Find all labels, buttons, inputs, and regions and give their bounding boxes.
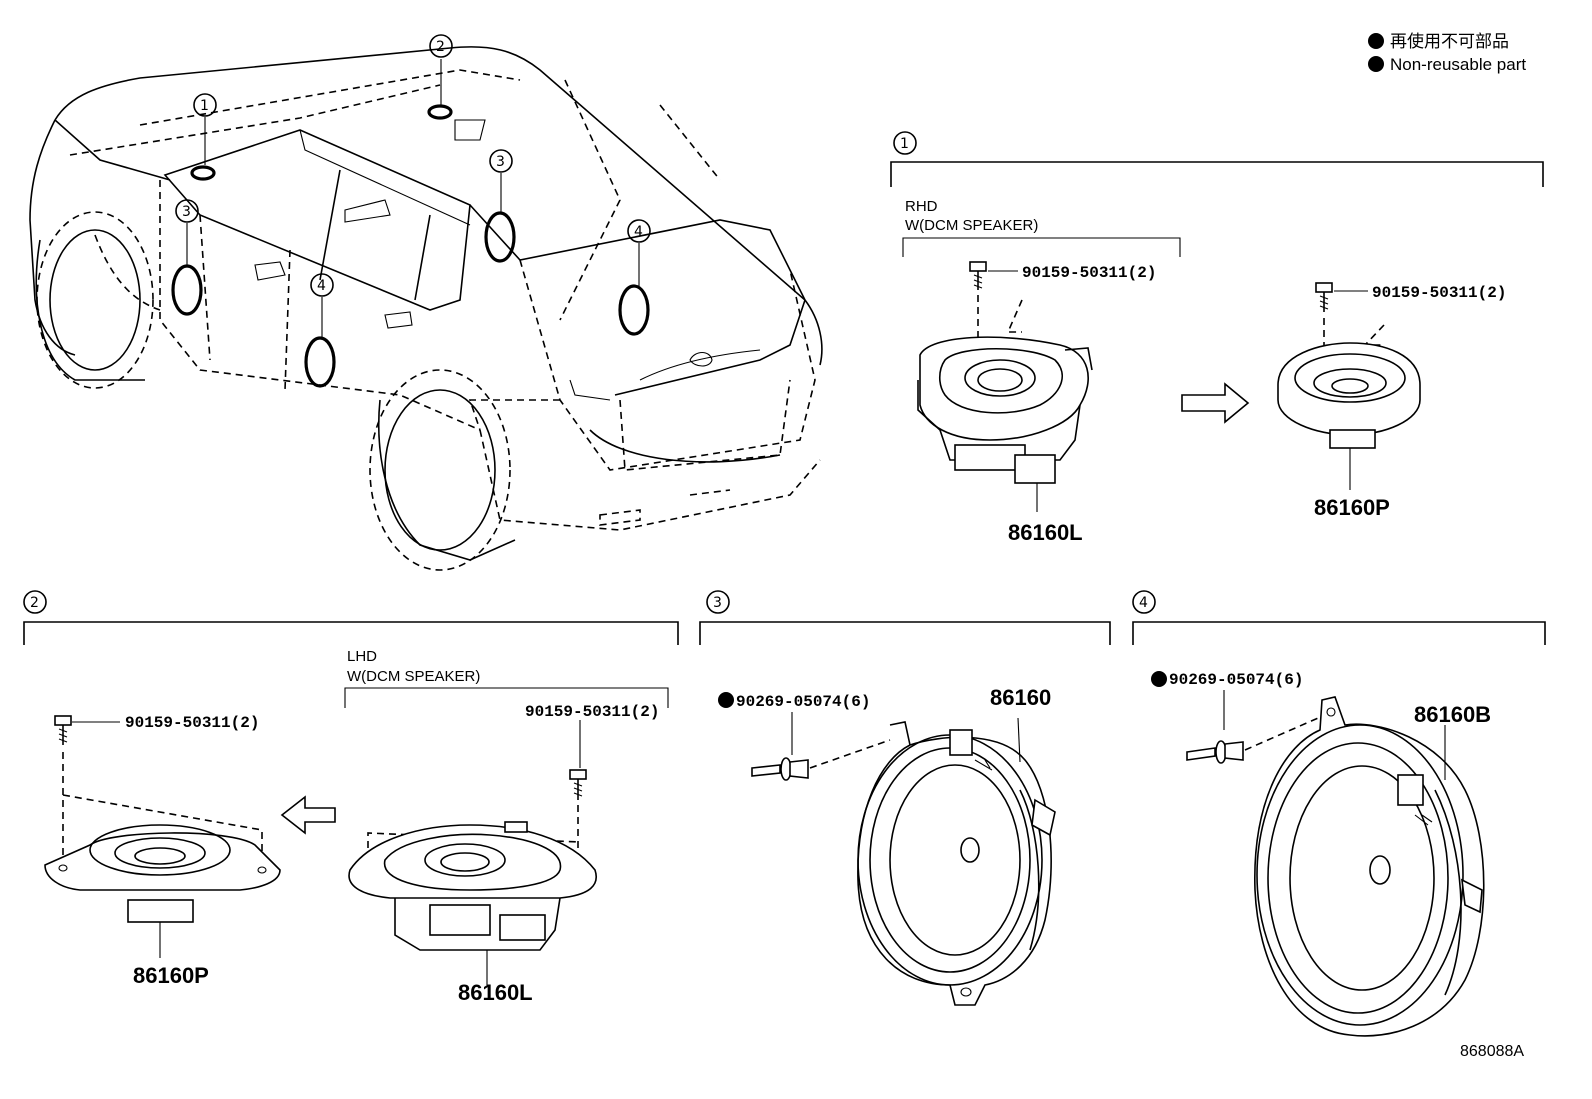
- non-reusable-dot-icon: [1151, 671, 1167, 687]
- section-1-screw-a-part: 90159-50311(2): [1022, 264, 1156, 282]
- callout-4: 4: [317, 278, 326, 294]
- arrow-right-icon: [1181, 382, 1250, 424]
- section-2-part-left: 86160P: [133, 963, 209, 988]
- non-reusable-dot-icon: [1368, 56, 1384, 72]
- section-2-part-right: 86160L: [458, 980, 533, 1005]
- section-2: 2 LHD W(DCM SPEAKER) 90159-50311(2) 8616…: [23, 590, 679, 1005]
- section-3: 3 90269-05074(6) 86160: [699, 590, 1111, 1006]
- speaker-86160b-illustration: [1254, 696, 1485, 1037]
- speaker-marker-3b: [484, 211, 516, 263]
- speaker-86160p-illustration: [44, 824, 281, 958]
- section-4-clip-part: 90269-05074(6): [1169, 671, 1303, 689]
- legend-en: Non-reusable part: [1390, 55, 1526, 74]
- speaker-marker-3a: [171, 264, 203, 316]
- screw-icon: [1315, 282, 1333, 312]
- section-3-clip-part: 90269-05074(6): [736, 693, 870, 711]
- dcm-speaker-illustration: [917, 336, 1093, 512]
- non-reusable-dot-icon: [1368, 33, 1384, 49]
- vehicle-illustration: [29, 46, 823, 571]
- section-3-part: 86160: [990, 685, 1051, 710]
- section-1-part-right: 86160P: [1314, 495, 1390, 520]
- section-1-screw-b-part: 90159-50311(2): [1372, 284, 1506, 302]
- section-1-variant-line1: RHD: [905, 198, 938, 215]
- callout-3: 3: [496, 154, 505, 170]
- section-1: 1 RHD W(DCM SPEAKER) 90159-50311(2) 8616…: [890, 131, 1544, 545]
- speaker-marker-4a: [304, 336, 336, 388]
- vehicle-callouts: 1 2 3 3 4 4: [175, 34, 651, 297]
- callout-1: 1: [200, 98, 209, 114]
- section-4: 4 90269-05074(6) 86160B: [1132, 590, 1546, 1037]
- diagram-code: 868088A: [1460, 1043, 1524, 1060]
- section-2-variant-line1: LHD: [347, 648, 377, 665]
- clip-icon: [751, 757, 809, 781]
- speaker-marker-2: [427, 104, 453, 120]
- section-2-screw-b-part: 90159-50311(2): [525, 703, 659, 721]
- section-4-number: 4: [1139, 595, 1148, 611]
- callout-4: 4: [634, 224, 643, 240]
- legend-jp: 再使用不可部品: [1390, 31, 1509, 51]
- screw-icon: [569, 769, 587, 800]
- screw-icon: [54, 715, 72, 745]
- callout-2: 2: [436, 39, 445, 55]
- section-2-number: 2: [30, 595, 39, 611]
- non-reusable-dot-icon: [718, 692, 734, 708]
- clip-icon: [1186, 740, 1244, 764]
- speaker-marker-1: [190, 165, 216, 181]
- section-1-part-left: 86160L: [1008, 520, 1083, 545]
- arrow-left-icon: [280, 795, 336, 835]
- callout-3: 3: [182, 204, 191, 220]
- speaker-marker-4b: [618, 284, 650, 336]
- screw-icon: [969, 261, 987, 290]
- speaker-86160-illustration: [857, 717, 1056, 1006]
- speaker-86160p-illustration: [1277, 342, 1421, 490]
- section-4-part: 86160B: [1414, 702, 1491, 727]
- section-2-variant-line2: W(DCM SPEAKER): [347, 668, 480, 685]
- section-1-number: 1: [900, 136, 909, 152]
- section-1-variant-line2: W(DCM SPEAKER): [905, 217, 1038, 234]
- dcm-speaker-illustration: [348, 821, 597, 985]
- section-2-screw-a-part: 90159-50311(2): [125, 714, 259, 732]
- legend: 再使用不可部品 Non-reusable part: [1368, 31, 1526, 74]
- section-3-number: 3: [713, 595, 722, 611]
